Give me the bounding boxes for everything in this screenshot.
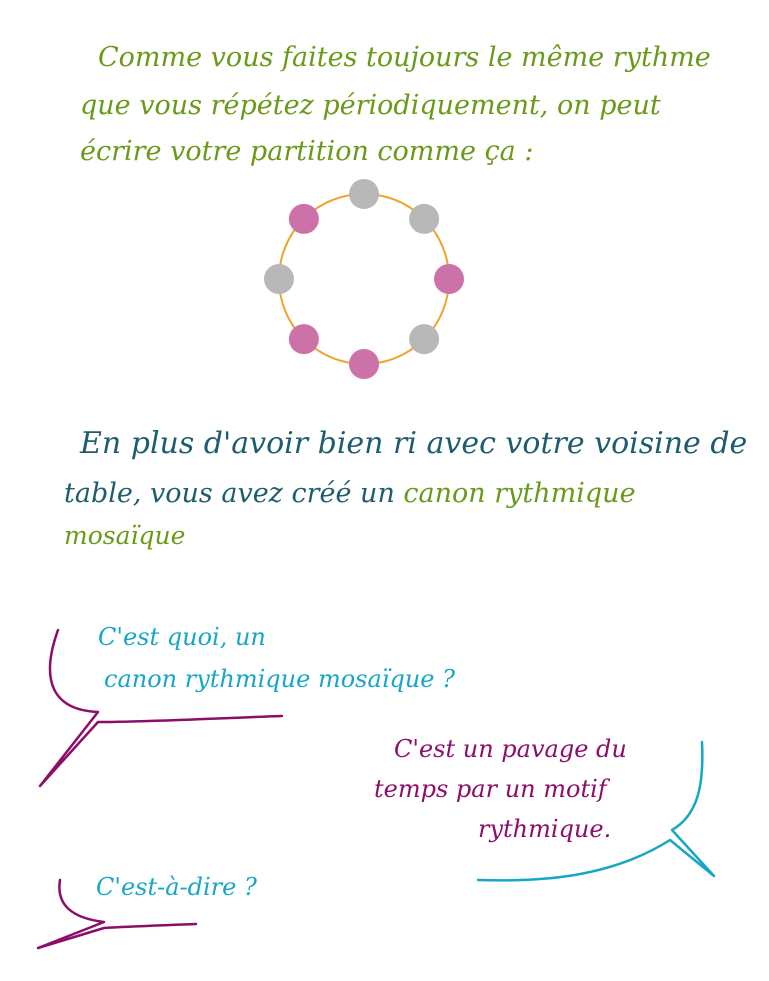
canon-line-1: En plus d'avoir bien ri avec votre voisi… bbox=[80, 426, 748, 461]
canon-term-highlight: canon rythmique bbox=[403, 478, 636, 509]
canon-line-2-text: table, vous avez créé un bbox=[64, 478, 404, 509]
answer-1-line-2: temps par un motif bbox=[374, 775, 607, 803]
beat-dot-7-grey bbox=[264, 264, 294, 294]
beat-dot-5-pink bbox=[349, 349, 379, 379]
canon-line-2: table, vous avez créé un canon rythmique bbox=[64, 476, 636, 511]
beat-dot-8-pink bbox=[288, 203, 319, 234]
beat-dot-2-grey bbox=[409, 203, 440, 234]
question-1-line-2: canon rythmique mosaïque ? bbox=[104, 665, 455, 693]
answer-1-line-3: rythmique. bbox=[478, 815, 612, 843]
question-1-line-1: C'est quoi, un bbox=[98, 623, 266, 651]
intro-line-1: Comme vous faites toujours le même rythm… bbox=[98, 42, 711, 73]
beat-dot-4-grey bbox=[409, 324, 440, 355]
canon-line-3: mosaïque bbox=[64, 521, 186, 550]
rhythm-beats bbox=[264, 179, 464, 379]
answer-1-line-1: C'est un pavage du bbox=[394, 735, 627, 763]
beat-dot-6-pink bbox=[288, 324, 319, 355]
speech-tail-question-1 bbox=[38, 628, 284, 788]
intro-line-3: écrire votre partition comme ça : bbox=[80, 136, 534, 167]
rhythm-cycle-circle bbox=[278, 193, 450, 365]
intro-line-2: que vous répétez périodiquement, on peut bbox=[80, 90, 661, 121]
question-2-line-1: C'est-à-dire ? bbox=[96, 873, 257, 901]
beat-dot-1-grey bbox=[349, 179, 379, 209]
beat-dot-3-pink bbox=[434, 264, 464, 294]
